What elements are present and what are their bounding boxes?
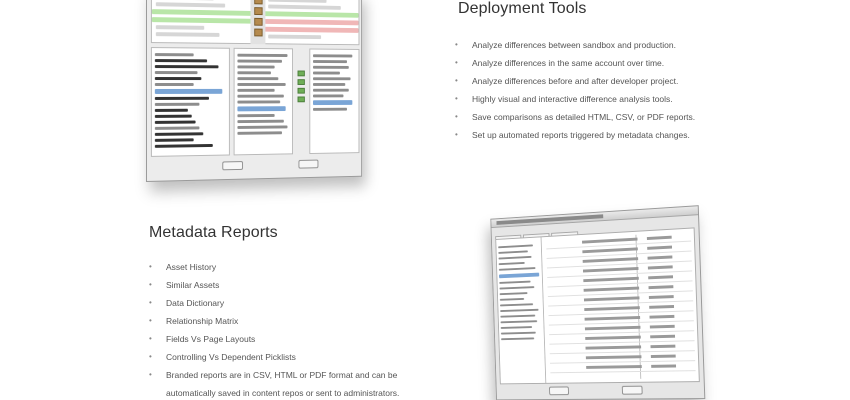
bullet-icon: •	[149, 352, 152, 361]
list-item: •Similar Assets	[149, 276, 429, 294]
arrow-left-icon	[297, 87, 305, 94]
list-item: •Save comparisons as detailed HTML, CSV,…	[455, 108, 795, 126]
list-item: •Analyze differences in the same account…	[455, 54, 795, 72]
bullet-icon: •	[149, 298, 152, 307]
bullet-icon: •	[149, 262, 152, 271]
list-item: •Relationship Matrix	[149, 312, 429, 330]
copy-icon	[253, 17, 263, 26]
bullet-icon: •	[455, 76, 458, 85]
bullet-icon: •	[455, 130, 458, 139]
arrow-right-icon	[297, 70, 305, 77]
list-item: •Analyze differences between sandbox and…	[455, 36, 795, 54]
copy-icon	[253, 7, 263, 16]
bullet-icon: •	[149, 334, 152, 343]
bullet-icon: •	[149, 370, 152, 379]
ok-button	[222, 161, 244, 171]
diff-actions-column	[250, 0, 266, 45]
copy-icon	[253, 28, 263, 37]
dialog-buttons	[151, 159, 359, 175]
bullet-icon: •	[455, 94, 458, 103]
preview-grid	[543, 228, 699, 382]
arrow-left-icon	[297, 96, 305, 103]
object-tree	[496, 237, 547, 384]
list-item: •Fields Vs Page Layouts	[149, 330, 429, 348]
bullet-icon: •	[455, 58, 458, 67]
right-xml-pane	[264, 0, 359, 44]
metadata-reports-list: •Asset History •Similar Assets •Data Dic…	[149, 258, 429, 400]
list-item: •Data Dictionary	[149, 294, 429, 312]
bullet-icon: •	[149, 280, 152, 289]
deployment-tools-heading: Deployment Tools	[458, 0, 587, 17]
next-button	[298, 159, 319, 169]
arrow-right-icon	[297, 79, 305, 85]
transfer-arrows	[296, 68, 307, 106]
list-item: •Branded reports are in CSV, HTML or PDF…	[149, 366, 429, 400]
bullet-icon: •	[149, 316, 152, 325]
list-item: •Controlling Vs Dependent Picklists	[149, 348, 429, 366]
ok-button	[549, 386, 569, 396]
list-item: •Asset History	[149, 258, 429, 276]
source-tree	[233, 47, 293, 156]
diff-tool-screenshot	[146, 0, 363, 182]
dialog-body	[495, 227, 700, 385]
list-item: •Analyze differences before and after de…	[455, 72, 795, 90]
left-xml-pane	[151, 0, 252, 43]
list-item: •Set up automated reports triggered by m…	[455, 126, 795, 144]
metadata-reports-heading: Metadata Reports	[149, 224, 278, 241]
copy-icon	[253, 0, 263, 5]
report-dialog-screenshot	[490, 205, 706, 400]
dialog-buttons	[497, 385, 705, 397]
metadata-type-list	[150, 47, 230, 157]
metadata-tree-panels	[150, 47, 360, 157]
list-item: •Highly visual and interactive differenc…	[455, 90, 795, 108]
deployment-tools-list: •Analyze differences between sandbox and…	[455, 36, 795, 144]
bullet-icon: •	[455, 112, 458, 121]
next-button	[621, 385, 643, 395]
bullet-icon: •	[455, 40, 458, 49]
target-tree	[309, 48, 360, 154]
